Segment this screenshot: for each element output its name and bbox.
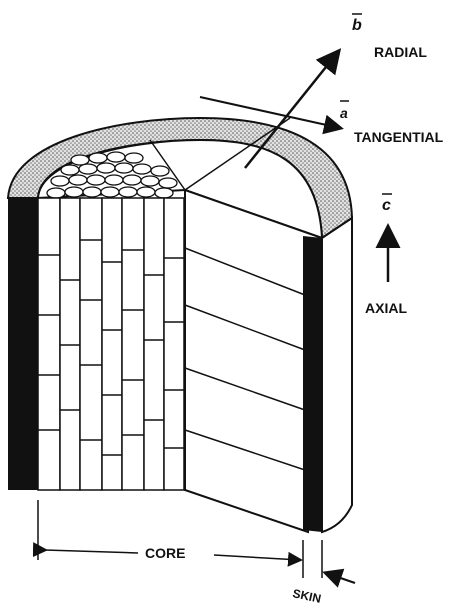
outer-cylinder-wall [322, 218, 352, 532]
vector-b-symbol: b [352, 17, 362, 34]
skin-dimension [326, 573, 355, 583]
right-cut-face [185, 190, 322, 532]
core-label: CORE [145, 545, 185, 561]
left-skin-band [8, 198, 38, 490]
core-fibril-columns [38, 198, 184, 490]
vector-c-symbol: c [382, 197, 391, 214]
tangential-label: TANGENTIAL [354, 129, 444, 145]
vector-a-symbol: a [340, 105, 348, 121]
right-skin-band [303, 236, 322, 532]
axial-label: AXIAL [365, 300, 407, 316]
skin-label: SKIN [291, 586, 322, 606]
radial-label: RADIAL [374, 44, 427, 60]
